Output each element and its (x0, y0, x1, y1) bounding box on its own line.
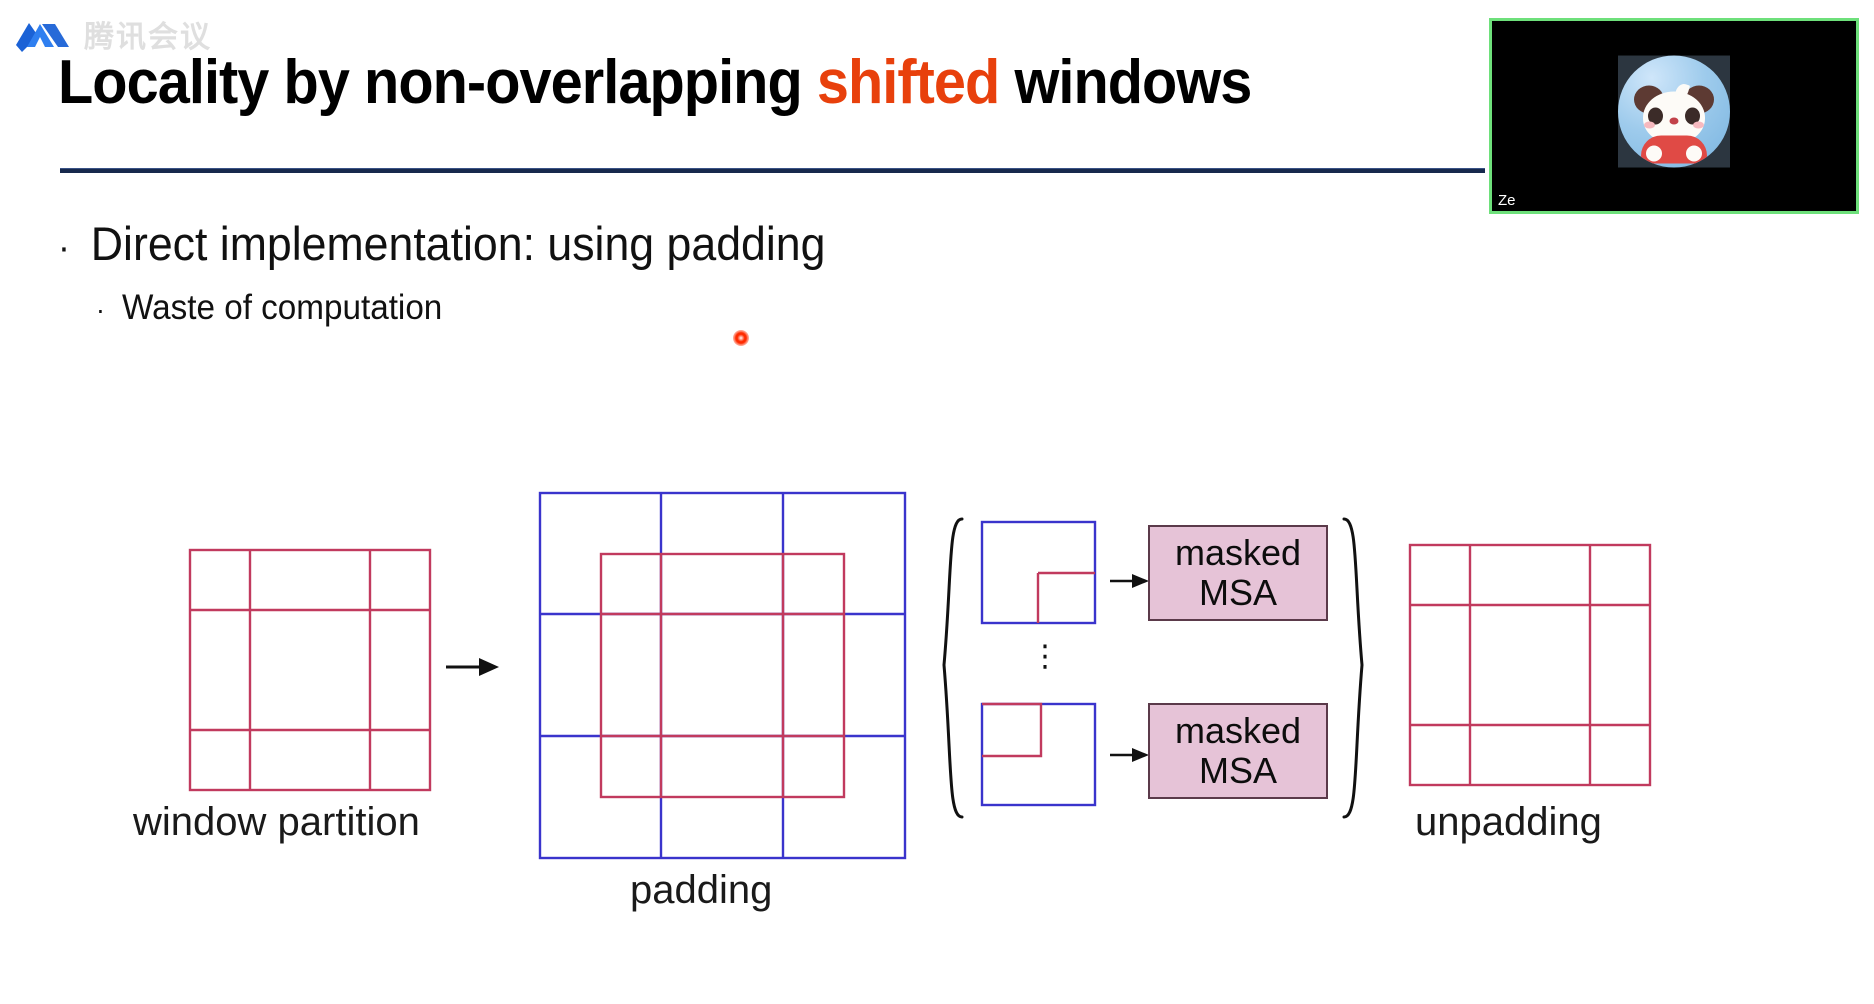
bullet-marker-icon: · (96, 294, 105, 325)
masked-msa-line1: masked (1174, 531, 1302, 573)
participant-video-tile[interactable]: Ze (1489, 18, 1859, 214)
masked-msa-line2: MSA (1198, 750, 1277, 791)
tencent-meeting-logo (14, 15, 74, 53)
caption-unpadding: unpadding (1415, 800, 1602, 844)
bullet-marker-icon: · (58, 226, 70, 268)
watermark-text: 腾讯会议 (84, 20, 212, 55)
masked-msa-line1: masked (1174, 709, 1302, 751)
caption-window-partition: window partition (133, 800, 420, 844)
arrow-right-icon (1110, 574, 1149, 588)
tencent-meeting-watermark: 腾讯会议 (14, 12, 212, 56)
bullet-level2: · Waste of computation (96, 288, 442, 328)
padding-grid (538, 491, 907, 860)
vertical-ellipsis: ⋮ (1030, 640, 1060, 673)
window-sample-bottom (980, 702, 1097, 807)
masked-msa-line2: MSA (1198, 572, 1277, 613)
masked-msa-box-bottom: masked MSA (1148, 703, 1328, 799)
bullet-level1: · Direct implementation: using padding (58, 216, 825, 271)
arrow-right-icon (446, 658, 499, 676)
padding-red-grid (599, 552, 846, 799)
padding-blue-grid (538, 491, 907, 860)
right-brace (1342, 517, 1364, 819)
title-part1: Locality by non-overlapping (58, 48, 817, 117)
panda-avatar-image (1618, 55, 1730, 168)
title-highlight: shifted (816, 48, 1000, 117)
bullet-level2-text: Waste of computation (121, 288, 443, 327)
unpadding-grid (1408, 543, 1652, 787)
participant-name-label: Ze (1498, 192, 1516, 209)
caption-padding: padding (630, 868, 773, 912)
window-sample-top (980, 520, 1097, 625)
arrow-right-icon (1110, 748, 1149, 762)
masked-msa-box-top: masked MSA (1148, 525, 1328, 621)
window-partition-grid (188, 548, 432, 792)
laser-pointer-dot (733, 330, 749, 346)
title-part2: windows (999, 48, 1252, 117)
left-brace (942, 517, 964, 819)
bullet-level1-text: Direct implementation: using padding (90, 217, 826, 270)
page-title: Locality by non-overlapping shifted wind… (58, 48, 1252, 117)
avatar (1618, 55, 1730, 168)
title-divider (60, 168, 1485, 173)
